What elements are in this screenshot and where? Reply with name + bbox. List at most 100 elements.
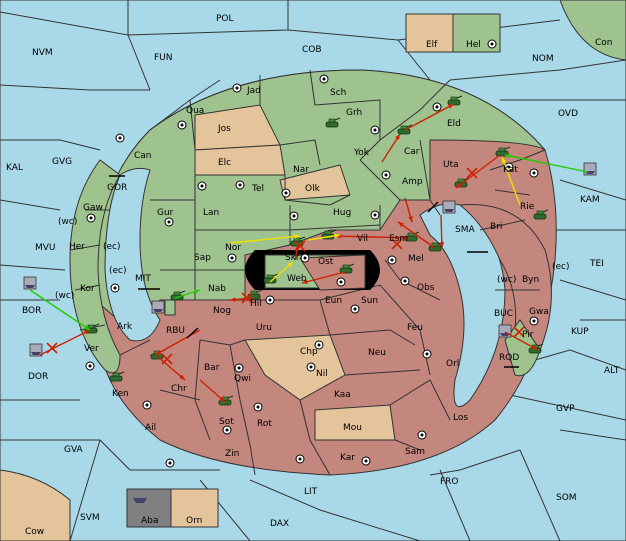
- army-unit-icon[interactable]: [109, 371, 125, 382]
- label-eun: Eun: [325, 296, 342, 306]
- legend-elf-box: [405, 13, 454, 53]
- move-arrow: [397, 221, 436, 249]
- legend-hel-label: Hel: [466, 40, 481, 50]
- label-mou: Mou: [343, 423, 362, 433]
- island-rbu: [164, 299, 176, 316]
- supply-center-dot: [180, 123, 184, 127]
- label-mvu: MVU: [35, 243, 56, 253]
- strait-arrows: [109, 175, 519, 368]
- label-uru: Uru: [256, 323, 272, 333]
- label-rot: Rot: [257, 419, 272, 429]
- failed-move-mark: [466, 167, 478, 179]
- supply-center-dot: [88, 364, 92, 368]
- army-unit-icon[interactable]: [397, 124, 413, 135]
- supply-center-dot: [507, 165, 511, 169]
- label-olk: Olk: [305, 184, 321, 194]
- west-peninsula: [69, 159, 121, 374]
- supply-center-dot: [403, 279, 407, 283]
- label-qwi: Qwi: [234, 374, 251, 384]
- army-unit-icon[interactable]: [325, 117, 341, 128]
- label-amp: Amp: [402, 177, 423, 187]
- label-sot: Sot: [219, 417, 234, 427]
- move-arrowhead: [398, 222, 404, 228]
- failed-move-mark: [513, 326, 525, 338]
- label-ail: Ail: [145, 423, 156, 433]
- label-gor: GOR: [107, 183, 127, 193]
- label-obs: Obs: [417, 283, 435, 293]
- supply-center-dot: [113, 286, 117, 290]
- failed-move-mark: [46, 342, 58, 354]
- label-gwa: Gwa: [529, 307, 549, 317]
- supply-center-dot: [309, 365, 313, 369]
- label-neu: Neu: [368, 348, 386, 358]
- supply-center-dot: [390, 258, 394, 262]
- label-qua: Qua: [186, 106, 204, 116]
- label-fun: FUN: [154, 53, 173, 63]
- label-rod: ROD: [499, 353, 519, 363]
- fleet-unit-icon[interactable]: [498, 324, 512, 338]
- army-unit-icon[interactable]: [428, 241, 444, 252]
- label-hug: Hug: [333, 208, 351, 218]
- supply-center-dot: [118, 136, 122, 140]
- label-ark: Ark: [117, 322, 133, 332]
- label-ovd: OVD: [558, 109, 578, 119]
- label-her: Her: [69, 242, 85, 252]
- legend-aba-label: Aba: [141, 516, 158, 526]
- label-web: Web: [287, 274, 307, 284]
- move-arrowhead: [456, 182, 462, 188]
- supply-center-dot: [303, 256, 307, 260]
- label-sap: Sap: [194, 253, 211, 263]
- army-unit-icon[interactable]: [447, 95, 463, 106]
- move-arrowhead: [334, 233, 340, 239]
- supply-center-dot: [292, 214, 296, 218]
- supply-center-dot: [373, 213, 377, 217]
- label-kam: KAM: [580, 195, 600, 205]
- army-unit-icon[interactable]: [247, 289, 263, 300]
- corner-cow: [0, 469, 71, 541]
- move-arrow: [156, 355, 186, 381]
- move-arrowhead: [230, 297, 236, 302]
- move-arrowhead: [505, 153, 511, 159]
- supply-center-dot: [490, 42, 494, 46]
- pir-green: [504, 319, 541, 377]
- label-nvm: NVM: [32, 48, 53, 58]
- fleet-unit-icon[interactable]: [151, 300, 165, 314]
- label-cob: COB: [302, 45, 322, 55]
- fleet-unit-icon[interactable]: [583, 162, 597, 176]
- failed-move-mark: [241, 292, 253, 304]
- legend-aba-box: [126, 488, 172, 528]
- army-unit-icon[interactable]: [495, 146, 511, 157]
- supply-center-dot: [168, 461, 172, 465]
- label-skr: Skr: [285, 253, 300, 263]
- label-ec3: (ec): [552, 262, 570, 272]
- label-dax: DAX: [270, 519, 289, 529]
- supply-center-dot: [268, 298, 272, 302]
- label-bri: Bri: [490, 222, 502, 232]
- fleet-unit-icon[interactable]: [29, 343, 43, 357]
- label-zin: Zin: [225, 449, 239, 459]
- move-arrowhead: [395, 134, 400, 140]
- move-arrowhead: [408, 216, 413, 222]
- supply-center-dot: [284, 191, 288, 195]
- fleet-unit-icon[interactable]: [23, 276, 37, 290]
- supply-center-dot: [145, 403, 149, 407]
- move-arrow: [381, 133, 401, 163]
- supply-center-dot: [235, 86, 239, 90]
- label-mit: MIT: [135, 274, 151, 284]
- province-boundaries: [69, 69, 546, 476]
- move-arrowhead: [194, 289, 200, 294]
- label-nom: NOM: [532, 54, 554, 64]
- label-kat: Kat: [503, 165, 518, 175]
- prov-chp-nil: [244, 334, 346, 401]
- army-unit-icon[interactable]: [339, 263, 355, 274]
- army-unit-icon[interactable]: [533, 209, 549, 220]
- label-kor: Kor: [80, 284, 95, 294]
- label-nog: Nog: [213, 306, 231, 316]
- label-pir: Pir: [522, 330, 534, 340]
- label-lan: Lan: [203, 208, 219, 218]
- label-nab: Nab: [208, 284, 226, 294]
- fleet-unit-icon[interactable]: [442, 200, 456, 214]
- label-rbu: RBU: [166, 326, 185, 336]
- label-wc3: (wc): [497, 275, 516, 285]
